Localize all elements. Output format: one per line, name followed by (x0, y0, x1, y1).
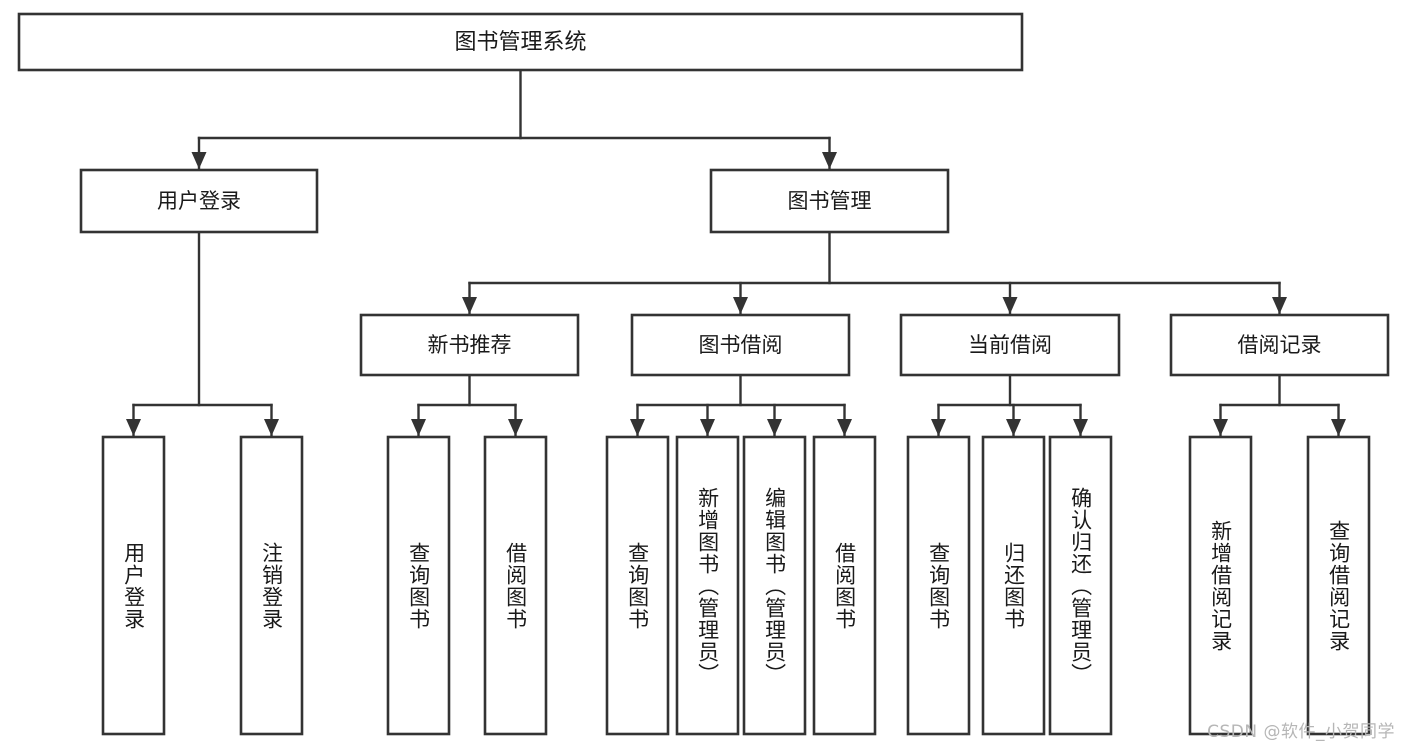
node-box-leaf-query-book-cb[interactable] (906, 435, 971, 736)
node-box-leaf-borrow-book-bb[interactable] (812, 435, 877, 736)
node-label-user-login: 用户登录 (157, 189, 241, 213)
node-label-book-borrow: 图书借阅 (699, 333, 783, 357)
node-box-leaf-user-login[interactable] (101, 435, 166, 736)
arrow-head-icon (822, 152, 837, 169)
arrow-head-icon (411, 419, 426, 436)
node-box-leaf-return-book[interactable] (981, 435, 1046, 736)
node-box-root[interactable] (17, 12, 1024, 72)
node-box-leaf-query-book-bb[interactable] (605, 435, 670, 736)
node-label-borrow-record: 借阅记录 (1238, 333, 1322, 357)
node-box-layer (17, 12, 1390, 736)
node-box-new-book-rec[interactable] (359, 313, 580, 377)
arrow-head-icon (264, 419, 279, 436)
arrow-head-icon (837, 419, 852, 436)
node-box-leaf-borrow-book-rec[interactable] (483, 435, 548, 736)
arrow-head-icon (1272, 297, 1287, 314)
node-box-leaf-edit-book[interactable] (742, 435, 807, 736)
node-box-borrow-record[interactable] (1169, 313, 1390, 377)
csdn-watermark: CSDN @软件_小贺同学 (1207, 722, 1395, 742)
node-box-leaf-confirm-return[interactable] (1048, 435, 1113, 736)
node-label-new-book-rec: 新书推荐 (428, 333, 512, 357)
arrow-head-icon (191, 152, 207, 169)
node-box-book-manage[interactable] (709, 168, 950, 234)
arrow-head-icon (700, 419, 715, 436)
arrow-head-icon (508, 419, 523, 436)
node-box-leaf-query-book-rec[interactable] (386, 435, 451, 736)
node-label-root: 图书管理系统 (454, 30, 586, 55)
arrow-head-icon (1006, 419, 1021, 436)
node-box-leaf-query-record[interactable] (1306, 435, 1371, 736)
arrow-head-icon (126, 419, 141, 436)
node-box-leaf-logout[interactable] (239, 435, 304, 736)
node-box-current-borrow[interactable] (899, 313, 1121, 377)
arrow-head-icon (1073, 419, 1088, 436)
node-box-user-login[interactable] (79, 168, 319, 234)
arrow-head-icon (630, 419, 645, 436)
arrow-head-icon (733, 297, 748, 314)
arrow-head-icon (1002, 297, 1018, 314)
node-box-leaf-add-book[interactable] (675, 435, 740, 736)
arrow-head-icon (767, 419, 782, 436)
connector-layer (126, 68, 1346, 438)
arrow-head-icon (1213, 419, 1228, 436)
arrow-head-icon (462, 297, 477, 314)
node-label-current-borrow: 当前借阅 (968, 333, 1052, 357)
node-box-leaf-add-record[interactable] (1188, 435, 1253, 736)
arrow-head-icon (931, 419, 946, 436)
node-box-book-borrow[interactable] (630, 313, 851, 377)
node-label-book-manage: 图书管理 (788, 189, 872, 213)
arrow-head-icon (1331, 419, 1346, 436)
